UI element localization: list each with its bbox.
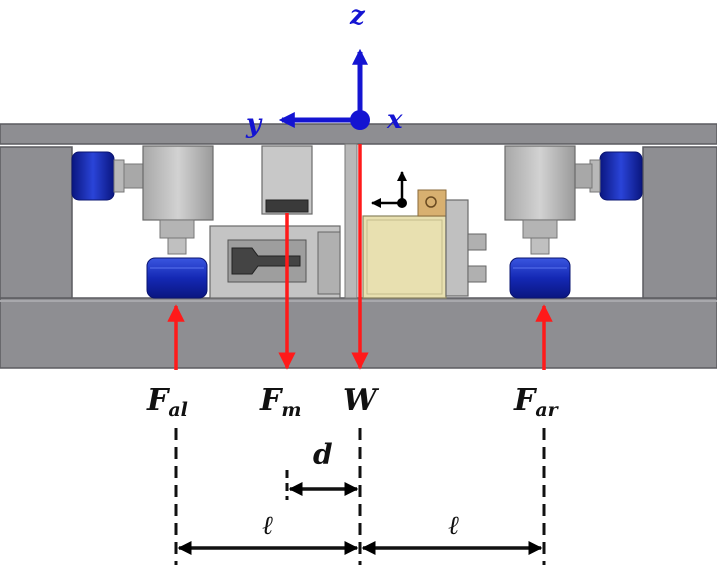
middle-sensor <box>261 145 313 215</box>
central-rod <box>344 143 358 299</box>
left-load-cell <box>142 145 214 255</box>
left-vertical-knob <box>146 257 208 299</box>
x-axis-origin-dot <box>350 110 370 130</box>
label-f-al: Fal <box>146 383 188 421</box>
coordinate-axes: z y x <box>245 1 403 139</box>
left-side-post <box>0 146 73 299</box>
label-f-ar: Far <box>513 383 560 421</box>
mechanism <box>0 123 717 369</box>
flexure-mechanism <box>209 225 341 299</box>
y-axis-label: y <box>245 109 263 139</box>
x-axis-label: x <box>386 105 403 135</box>
label-w: W <box>343 383 380 418</box>
label-f-m: Fm <box>259 383 301 421</box>
right-vertical-knob <box>509 257 571 299</box>
left-horizontal-knob <box>71 151 145 201</box>
z-axis-label: z <box>349 1 366 31</box>
force-labels: Fal Fm W Far <box>146 383 560 421</box>
right-side-post <box>642 146 717 299</box>
right-bracket <box>445 199 487 297</box>
label-right-ell: ℓ <box>448 511 459 541</box>
right-horizontal-knob <box>571 151 643 201</box>
force-arrows <box>167 144 553 370</box>
tan-block <box>362 189 447 299</box>
local-frame-marker <box>371 171 407 208</box>
right-load-cell <box>504 145 576 255</box>
label-d: d <box>313 438 333 471</box>
dimension-lines: d ℓ ℓ <box>174 428 546 565</box>
label-left-ell: ℓ <box>262 511 273 541</box>
